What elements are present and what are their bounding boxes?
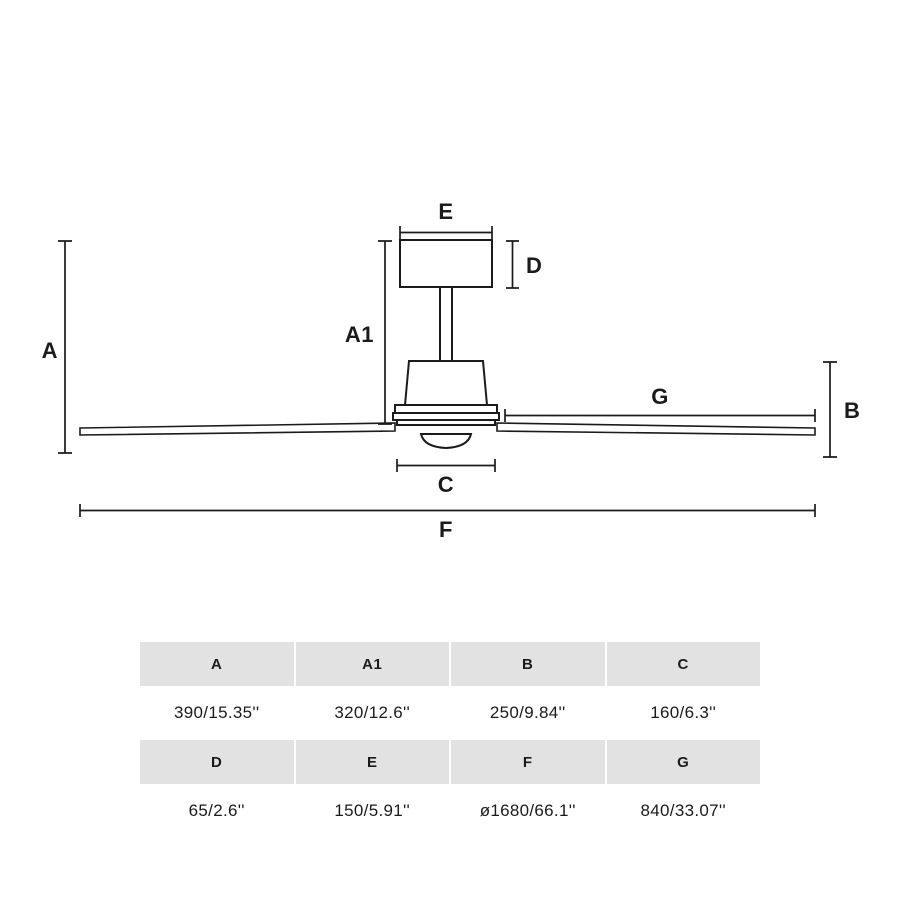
dim-line-e (399, 226, 493, 239)
dim-line-g (504, 409, 816, 422)
table-value-f: ø1680/66.1'' (451, 784, 605, 838)
dimension-table: A A1 B C 390/15.35'' 320/12.6'' 250/9.84… (140, 642, 760, 838)
fan-ring-lower (396, 419, 496, 426)
table-value-a: 390/15.35'' (140, 686, 294, 740)
dim-line-a (58, 240, 72, 454)
table-header-g: G (606, 740, 760, 784)
table-value-d: 65/2.6'' (140, 784, 294, 838)
table-header-e: E (295, 740, 449, 784)
fan-canopy (399, 239, 493, 288)
dim-label-a1: A1 (345, 322, 374, 347)
dim-label-g: G (651, 384, 669, 409)
dim-line-b (823, 361, 837, 458)
fan-motor-housing (403, 360, 489, 406)
fan-downrod (439, 286, 453, 362)
fan-bottom-cap (419, 433, 473, 450)
table-header-c: C (606, 642, 760, 686)
table-header-f: F (451, 740, 605, 784)
table-header-b: B (451, 642, 605, 686)
table-value-a1: 320/12.6'' (295, 686, 449, 740)
fan-ring-lip (392, 412, 500, 421)
dim-label-f: F (439, 517, 453, 542)
table-value-e: 150/5.91'' (295, 784, 449, 838)
dim-label-e: E (438, 199, 453, 224)
dim-label-d: D (526, 253, 542, 278)
fan-ring-upper (394, 404, 498, 414)
dim-line-f (79, 504, 816, 517)
table-value-b: 250/9.84'' (451, 686, 605, 740)
table-header-a1: A1 (295, 642, 449, 686)
table-value-c: 160/6.3'' (606, 686, 760, 740)
dim-label-c: C (438, 472, 454, 497)
fan-blade-right (496, 422, 816, 436)
dim-line-d (506, 240, 519, 289)
fan-dimension-diagram: E D A A1 G B C F (42, 199, 860, 542)
dim-line-a1 (378, 240, 392, 425)
table-header-a: A (140, 642, 294, 686)
dim-label-a: A (42, 338, 58, 363)
fan-blade-left (79, 422, 396, 436)
table-value-g: 840/33.07'' (606, 784, 760, 838)
dim-label-b: B (844, 398, 860, 423)
dim-line-c (396, 459, 496, 472)
table-header-d: D (140, 740, 294, 784)
